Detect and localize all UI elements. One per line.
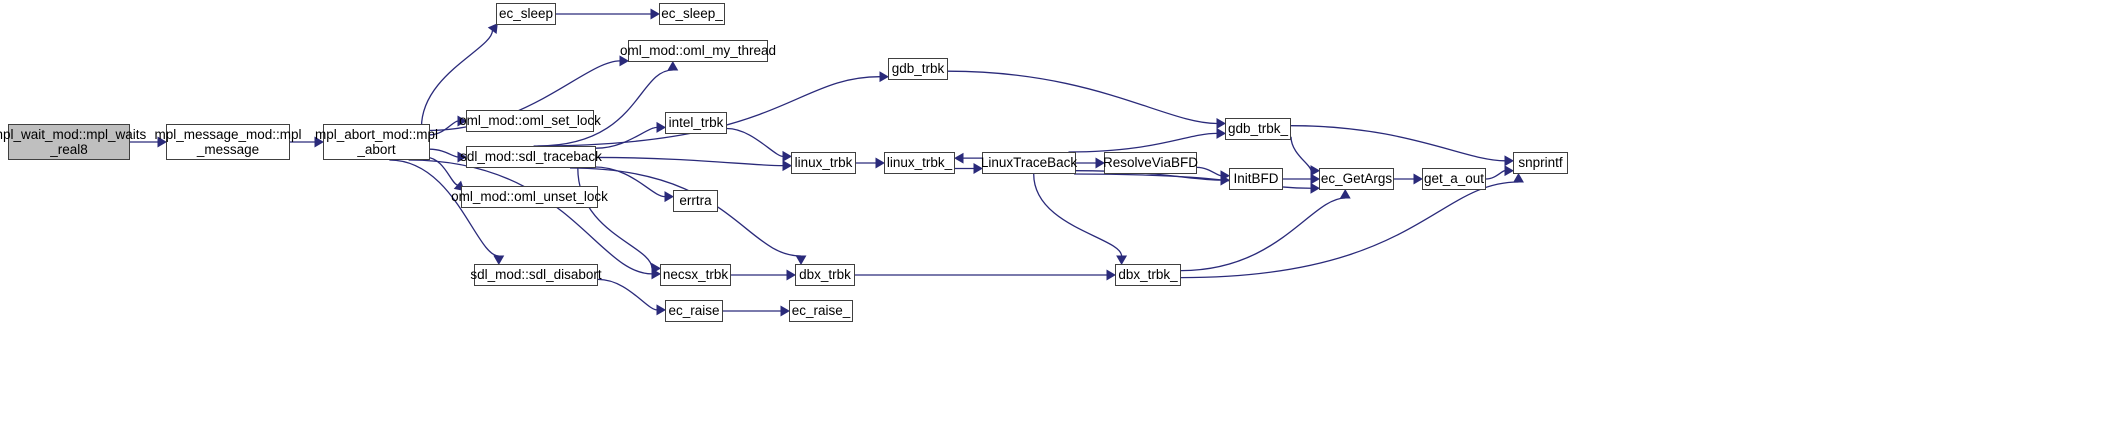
graph-node-linux_trbk[interactable]: linux_trbk	[791, 152, 856, 174]
graph-node-InitBFD[interactable]: InitBFD	[1229, 168, 1283, 190]
graph-node-oml_unset_lock[interactable]: oml_mod::oml_unset_lock	[451, 186, 608, 208]
arrowhead-linux_trbk-to-linux_trbk_	[875, 157, 886, 169]
graph-node-oml_set_lock[interactable]: oml_mod::oml_set_lock	[459, 110, 601, 132]
arrowhead-linux_trbk_-to-LinuxTraceBack	[973, 163, 984, 174]
edge-mpl_abort-to-oml_set_lock	[429, 120, 459, 136]
arrowhead-mpl_abort-to-ec_sleep	[487, 23, 498, 34]
arrowhead-mpl_abort-to-oml_my_thread	[619, 55, 630, 67]
edge-intel_trbk-to-linux_trbk	[726, 127, 784, 158]
arrowhead-sdl_traceback-to-intel_trbk	[656, 121, 667, 133]
arrowhead-dbx_trbk-to-dbx_trbk_	[1106, 269, 1117, 281]
arrowhead-dbx_trbk_-to-ec_GetArgs	[1339, 188, 1351, 199]
arrowhead-sdl_traceback-to-linux_trbk	[782, 160, 793, 172]
edge-sdl_disabort-to-ec_raise	[597, 278, 658, 311]
edge-mpl_abort-to-necsx_trbk	[408, 159, 653, 275]
graph-node-ec_raise[interactable]: ec_raise	[665, 300, 723, 322]
edge-mpl_abort-to-sdl_disabort	[389, 159, 499, 257]
arrowhead-mpl_abort-to-oml_set_lock	[457, 115, 468, 127]
graph-node-get_a_out[interactable]: get_a_out	[1422, 168, 1486, 190]
arrowhead-necsx_trbk-to-dbx_trbk	[786, 269, 797, 281]
arrowhead-sdl_traceback-to-necsx_trbk	[651, 262, 662, 274]
graph-node-snprintf[interactable]: snprintf	[1513, 152, 1568, 174]
edge-LinuxTraceBack-to-gdb_trbk_	[1068, 132, 1218, 153]
arrowhead-sdl_disabort-to-ec_raise	[656, 304, 667, 316]
arrowhead-gdb_trbk_-to-ec_GetArgs	[1310, 165, 1321, 177]
arrowhead-sdl_traceback-to-dbx_trbk	[795, 255, 807, 266]
graph-node-ec_sleep[interactable]: ec_sleep	[496, 3, 556, 25]
arrowhead-sdl_traceback-to-errtra	[664, 191, 675, 203]
arrowhead-LinuxTraceBack-to-ResolveViaBFD	[1095, 157, 1106, 169]
graph-node-gdb_trbk_[interactable]: gdb_trbk_	[1225, 118, 1291, 140]
arrowhead-LinuxTraceBack-to-ec_GetArgs	[1310, 182, 1321, 194]
edge-dbx_trbk_-to-ec_GetArgs	[1180, 197, 1346, 272]
edge-get_a_out-to-snprintf	[1485, 170, 1506, 180]
arrowhead-dbx_trbk_-to-snprintf	[1513, 172, 1524, 183]
arrowhead-mpl_message-to-mpl_abort	[314, 136, 325, 148]
edge-mpl_abort-to-oml_unset_lock	[426, 156, 459, 186]
arrowhead-mpl_abort-to-sdl_disabort	[493, 255, 505, 266]
graph-node-sdl_traceback[interactable]: sdl_mod::sdl_traceback	[460, 146, 602, 168]
graph-node-ec_GetArgs[interactable]: ec_GetArgs	[1319, 168, 1394, 190]
arrowhead-gdb_trbk-to-gdb_trbk_	[1216, 118, 1227, 129]
graph-node-linux_trbk_[interactable]: linux_trbk_	[884, 152, 955, 174]
graph-node-LinuxTraceBack[interactable]: LinuxTraceBack	[981, 152, 1077, 174]
edge-sdl_traceback-to-oml_my_thread	[537, 69, 673, 147]
graph-node-ResolveViaBFD[interactable]: ResolveViaBFD	[1103, 152, 1198, 174]
graph-node-ec_sleep_[interactable]: ec_sleep_	[659, 3, 725, 25]
edge-sdl_traceback-to-dbx_trbk	[569, 167, 802, 257]
arrowhead-LinuxTraceBack-to-dbx_trbk_	[1116, 255, 1128, 266]
graph-node-necsx_trbk[interactable]: necsx_trbk	[660, 264, 731, 286]
graph-node-oml_my_thread[interactable]: oml_mod::oml_my_thread	[620, 40, 776, 62]
graph-node-sdl_disabort[interactable]: sdl_mod::sdl_disabort	[470, 264, 602, 286]
arrowhead-mpl_waits_real8-to-mpl_message	[157, 136, 168, 148]
edge-dbx_trbk_-to-snprintf	[1180, 181, 1519, 279]
arrowhead-sdl_traceback-to-oml_my_thread	[667, 60, 679, 71]
arrowhead-LinuxTraceBack-to-linux_trbk_	[953, 152, 964, 164]
arrowhead-mpl_abort-to-sdl_traceback	[457, 151, 468, 163]
edge-sdl_traceback-to-intel_trbk	[595, 126, 658, 149]
edge-mpl_abort-to-ec_sleep	[420, 30, 494, 128]
edge-gdb_trbk_-to-ec_GetArgs	[1290, 136, 1312, 171]
graph-node-gdb_trbk[interactable]: gdb_trbk	[888, 58, 948, 80]
arrowhead-intel_trbk-to-linux_trbk	[782, 150, 793, 162]
graph-node-errtra[interactable]: errtra	[673, 190, 718, 212]
arrowhead-ResolveViaBFD-to-InitBFD	[1220, 170, 1231, 182]
arrowhead-InitBFD-to-ec_GetArgs	[1310, 173, 1321, 185]
edge-gdb_trbk_-to-snprintf	[1290, 125, 1506, 162]
arrowhead-ec_sleep-to-ec_sleep_	[650, 8, 661, 20]
arrowhead-ec_GetArgs-to-get_a_out	[1413, 173, 1424, 185]
edge-mpl_abort-to-sdl_traceback	[429, 148, 459, 158]
edge-mpl_abort-to-oml_my_thread	[427, 60, 621, 132]
edge-sdl_traceback-to-linux_trbk	[595, 156, 784, 167]
graph-node-mpl_waits_real8[interactable]: mpl_wait_mod::mpl_waits _real8	[0, 124, 146, 160]
graph-node-ec_raise_[interactable]: ec_raise_	[789, 300, 853, 322]
arrowhead-sdl_traceback-to-gdb_trbk	[879, 71, 890, 83]
graph-node-intel_trbk[interactable]: intel_trbk	[665, 112, 727, 134]
arrowhead-gdb_trbk_-to-snprintf	[1504, 155, 1515, 167]
arrowhead-get_a_out-to-snprintf	[1504, 165, 1515, 177]
graph-node-dbx_trbk[interactable]: dbx_trbk	[795, 264, 855, 286]
arrowhead-LinuxTraceBack-to-gdb_trbk_	[1216, 127, 1227, 139]
arrowhead-ec_raise-to-ec_raise_	[780, 305, 791, 317]
graph-node-dbx_trbk_[interactable]: dbx_trbk_	[1115, 264, 1181, 286]
edge-LinuxTraceBack-to-dbx_trbk_	[1033, 173, 1123, 257]
graph-node-mpl_abort[interactable]: mpl_abort_mod::mpl _abort	[315, 124, 438, 160]
edge-sdl_traceback-to-errtra	[593, 166, 666, 198]
graph-node-mpl_message[interactable]: mpl_message_mod::mpl _message	[154, 124, 302, 160]
edge-gdb_trbk-to-gdb_trbk_	[947, 70, 1218, 125]
edge-ResolveViaBFD-to-InitBFD	[1196, 166, 1222, 177]
